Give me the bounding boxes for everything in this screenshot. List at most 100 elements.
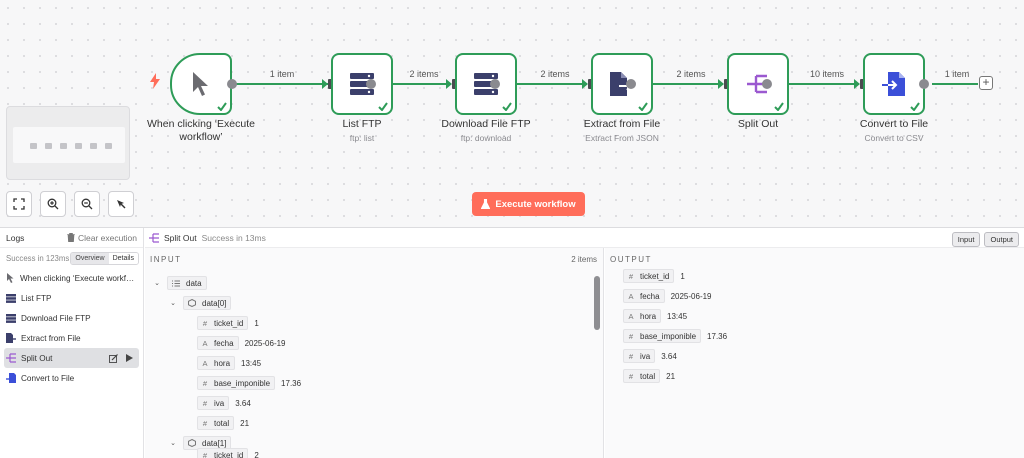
node-title: Download File FTP (441, 118, 531, 130)
input-port[interactable] (724, 79, 729, 89)
input-port[interactable] (860, 79, 865, 89)
zoom-in-button[interactable] (40, 191, 66, 217)
type-icon: # (202, 450, 208, 458)
output-field-row: #total 21 (623, 369, 675, 383)
output-port[interactable] (762, 79, 772, 89)
execute-workflow-button[interactable]: Execute workflow (472, 192, 585, 216)
input-field-row: #ticket_id 1 (197, 316, 259, 330)
field-key-label: total (640, 371, 656, 381)
tree-row-data-0[interactable]: ⌄ data[0] (169, 296, 232, 310)
edge-item-count: 2 items (540, 69, 570, 79)
field-key: #base_imponible (197, 376, 276, 390)
field-value: 2025-06-19 (244, 338, 286, 348)
node-split-out[interactable] (727, 53, 789, 115)
node-manual-trigger[interactable] (170, 53, 232, 115)
input-scrollbar[interactable] (594, 276, 600, 330)
type-icon: # (202, 398, 208, 408)
log-item-trigger[interactable]: When clicking ‘Execute workf… (0, 268, 143, 288)
file-import-icon (6, 373, 16, 383)
input-field-row: #total 21 (197, 416, 249, 430)
log-item-list-ftp[interactable]: List FTP (0, 288, 143, 308)
type-icon: A (202, 358, 208, 368)
tree-key-label: data[1] (202, 438, 227, 448)
node-subtitle: ftp: list (349, 133, 375, 143)
node-download-file-ftp[interactable] (455, 53, 517, 115)
log-item-extract-from-file[interactable]: Extract from File (0, 328, 143, 348)
output-port[interactable] (919, 79, 929, 89)
zoom-out-icon (81, 198, 93, 210)
type-icon: A (628, 291, 634, 301)
log-item-actions (109, 353, 133, 363)
workflow-canvas[interactable]: 1 item 2 items 2 items 2 items 10 items … (0, 0, 1024, 227)
connection-edge[interactable] (232, 83, 328, 85)
check-icon (217, 102, 227, 111)
check-icon (774, 102, 784, 111)
logs-title: Logs (6, 232, 25, 243)
list-icon (172, 280, 180, 286)
zoom-out-button[interactable] (74, 191, 100, 217)
node-extract-from-file[interactable] (591, 53, 653, 115)
edit-icon[interactable] (109, 353, 118, 363)
edge-arrow-icon (582, 79, 588, 89)
output-port[interactable] (490, 79, 500, 89)
field-key: #ticket_id (197, 316, 249, 330)
edge-item-count: 2 items (676, 69, 706, 79)
input-pane[interactable]: INPUT 2 items ⌄ data ⌄ data[0] #ticket_i… (145, 248, 604, 458)
connection-edge[interactable] (932, 83, 978, 85)
field-key: #total (623, 369, 661, 383)
chevron-down-icon[interactable]: ⌄ (170, 300, 176, 307)
fit-view-button[interactable] (6, 191, 32, 217)
log-item-download-file-ftp[interactable]: Download File FTP (0, 308, 143, 328)
log-item-label: Convert to File (21, 373, 75, 383)
log-item-split-out[interactable]: Split Out (4, 348, 139, 368)
detail-node-name: Split Out (164, 232, 197, 243)
node-title: When clicking ‘Execute workflow’ (147, 118, 255, 143)
type-icon: # (202, 378, 208, 388)
output-port[interactable] (626, 79, 636, 89)
node-title: Split Out (737, 118, 779, 130)
node-title: Convert to File (859, 118, 929, 130)
field-value: 21 (666, 371, 676, 381)
clear-execution-button[interactable]: Clear execution (66, 233, 137, 243)
connection-edge[interactable] (767, 83, 859, 85)
input-port[interactable] (328, 79, 333, 89)
chevron-down-icon[interactable]: ⌄ (170, 440, 176, 447)
tidy-up-button[interactable] (108, 191, 134, 217)
tree-key: data[0] (183, 296, 232, 310)
output-port[interactable] (227, 79, 237, 89)
node-list-ftp[interactable] (331, 53, 393, 115)
log-item-label: When clicking ‘Execute workf… (20, 273, 135, 283)
play-icon[interactable] (126, 354, 133, 362)
field-value: 13:45 (241, 358, 262, 368)
output-port[interactable] (366, 79, 376, 89)
field-key-label: hora (640, 311, 657, 321)
node-convert-to-file[interactable] (863, 53, 925, 115)
minimap[interactable] (6, 106, 130, 180)
input-field-row: #iva 3.64 (197, 396, 251, 410)
field-key: #ticket_id (623, 269, 675, 283)
tree-row-data[interactable]: ⌄ data (153, 276, 207, 290)
flask-icon (481, 199, 491, 209)
connection-edge[interactable] (631, 83, 723, 85)
log-item-label: Extract from File (21, 333, 81, 343)
details-tab[interactable]: Details (108, 252, 138, 264)
input-toggle-button[interactable]: Input (951, 232, 981, 247)
file-export-icon (6, 333, 16, 343)
connection-edge[interactable] (371, 83, 451, 85)
node-subtitle: Extract From JSON (585, 133, 659, 143)
input-port[interactable] (588, 79, 593, 89)
overview-tab[interactable]: Overview (71, 252, 109, 264)
log-item-convert-to-file[interactable]: Convert to File (0, 368, 143, 388)
add-node-button[interactable]: + (979, 76, 993, 90)
node-subtitle: ftp: download (460, 133, 512, 143)
chevron-down-icon[interactable]: ⌄ (154, 280, 160, 287)
output-toggle-button[interactable]: Output (984, 232, 1019, 247)
input-port[interactable] (452, 79, 457, 89)
field-value: 13:45 (667, 311, 688, 321)
connection-edge[interactable] (495, 83, 587, 85)
magic-wand-icon (117, 200, 126, 209)
